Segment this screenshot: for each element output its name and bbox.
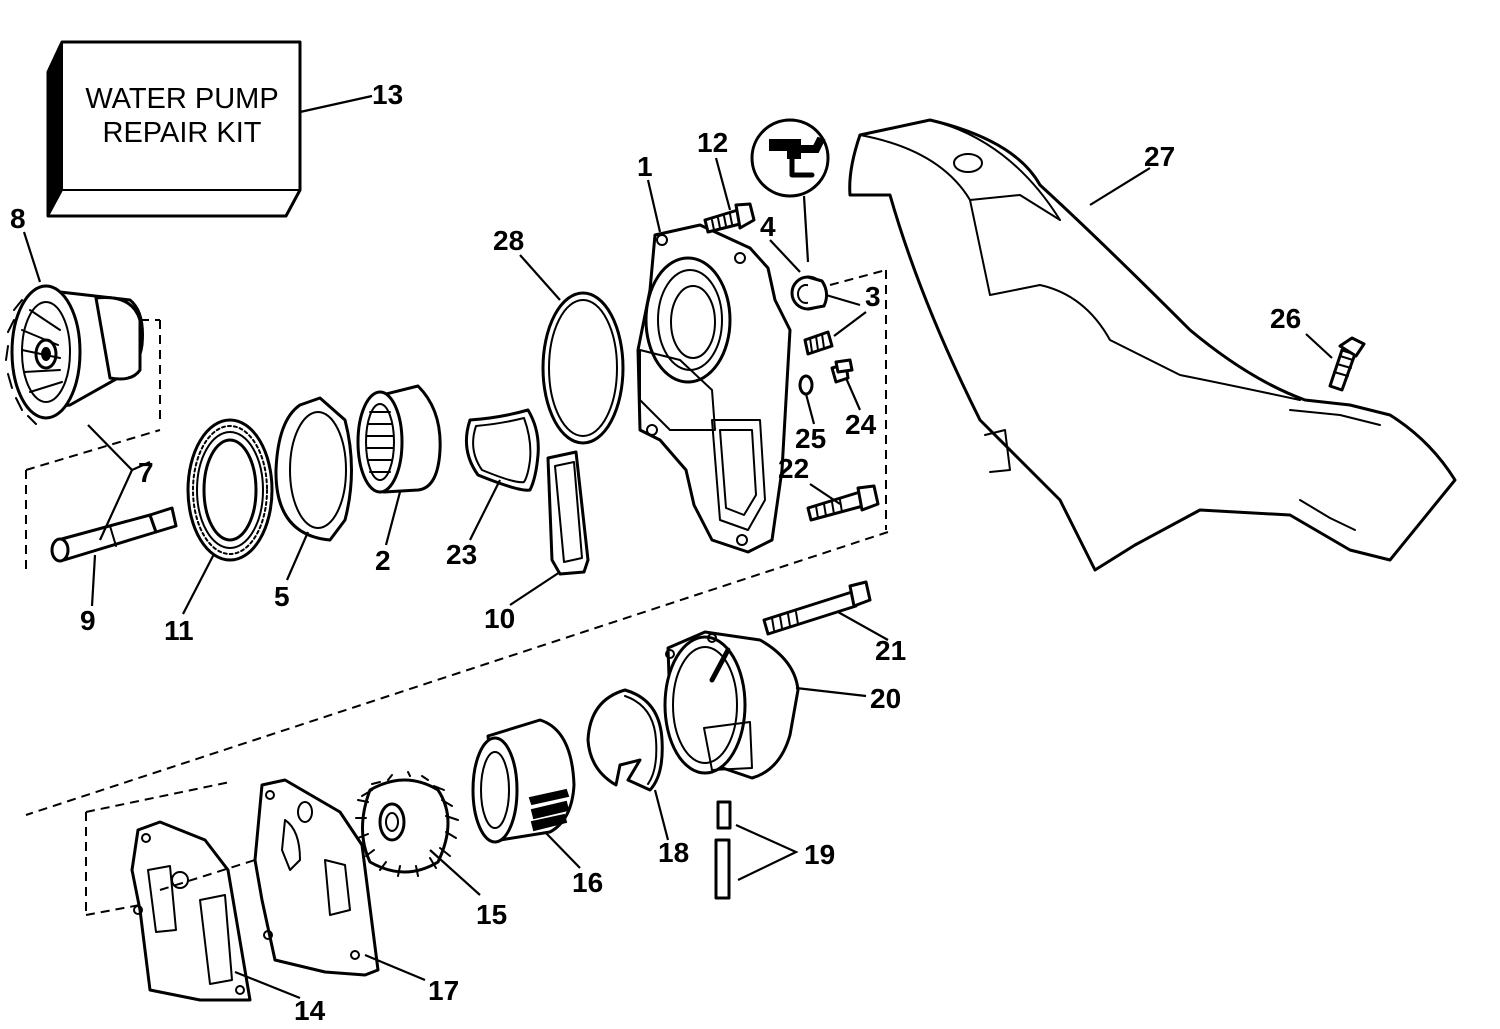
callout-27: 27: [1144, 141, 1175, 172]
impeller-15: [355, 771, 459, 877]
pinion-gear: [5, 284, 144, 425]
callout-13: 13: [372, 79, 403, 110]
callout-22: 22: [778, 453, 809, 484]
callout-3: 3: [865, 281, 881, 312]
drive-shaft: [50, 506, 178, 563]
plug-24: [830, 358, 854, 384]
thrust-washer: [274, 396, 353, 542]
kit-label-line2: REPAIR KIT: [103, 117, 262, 149]
callout-labels: 13 8 1 12 4 3 28 24 25 22 27 26 7 9 11 5…: [10, 79, 1301, 1026]
callout-1: 1: [637, 151, 653, 182]
seal-ring-18: [586, 688, 664, 792]
grouping-dashes: [25, 269, 889, 916]
callout-8: 8: [10, 203, 26, 234]
callout-10: 10: [484, 603, 515, 634]
spring-3: [803, 330, 834, 356]
callout-11: 11: [164, 615, 194, 646]
callout-2: 2: [375, 545, 391, 576]
repair-kit-box: WATER PUMP REPAIR KIT: [46, 40, 302, 218]
kit-label-line1: WATER PUMP: [85, 83, 278, 115]
callout-25: 25: [795, 423, 826, 454]
seal-4: [790, 275, 829, 311]
leader-lines: [22, 94, 1333, 1000]
pump-cover-20: [663, 630, 800, 780]
callout-26: 26: [1270, 303, 1301, 334]
callout-5: 5: [274, 581, 290, 612]
callout-12: 12: [697, 127, 728, 158]
pins-19: [714, 800, 732, 900]
plate-17: [253, 778, 380, 977]
callout-7: 7: [138, 457, 154, 488]
screw-22: [806, 484, 880, 522]
callout-18: 18: [658, 837, 689, 868]
pump-housing: [636, 223, 792, 554]
callout-15: 15: [476, 899, 507, 930]
oil-can-icon: [750, 118, 830, 263]
water-pump-seal-23: [464, 408, 540, 492]
callout-19: 19: [804, 839, 835, 870]
callout-9: 9: [80, 605, 96, 636]
seal-10: [546, 450, 590, 576]
cover-27: [848, 118, 1457, 572]
callout-28: 28: [493, 225, 524, 256]
callout-16: 16: [572, 867, 603, 898]
callout-17: 17: [428, 975, 459, 1006]
thrust-bearing: [186, 418, 274, 562]
callout-20: 20: [870, 683, 901, 714]
o-ring-28: [541, 291, 625, 445]
callout-24: 24: [845, 409, 877, 440]
gasket-plate-14: [130, 820, 252, 1002]
callout-21: 21: [875, 635, 906, 666]
screw-12: [703, 202, 756, 234]
bolt-21: [762, 580, 872, 636]
callout-23: 23: [446, 539, 477, 570]
callout-14: 14: [294, 995, 326, 1026]
screw-26: [1328, 336, 1366, 392]
washer-25: [798, 374, 814, 396]
needle-bearing: [356, 384, 442, 494]
callout-4: 4: [760, 211, 776, 242]
impeller-liner-16: [471, 718, 576, 844]
